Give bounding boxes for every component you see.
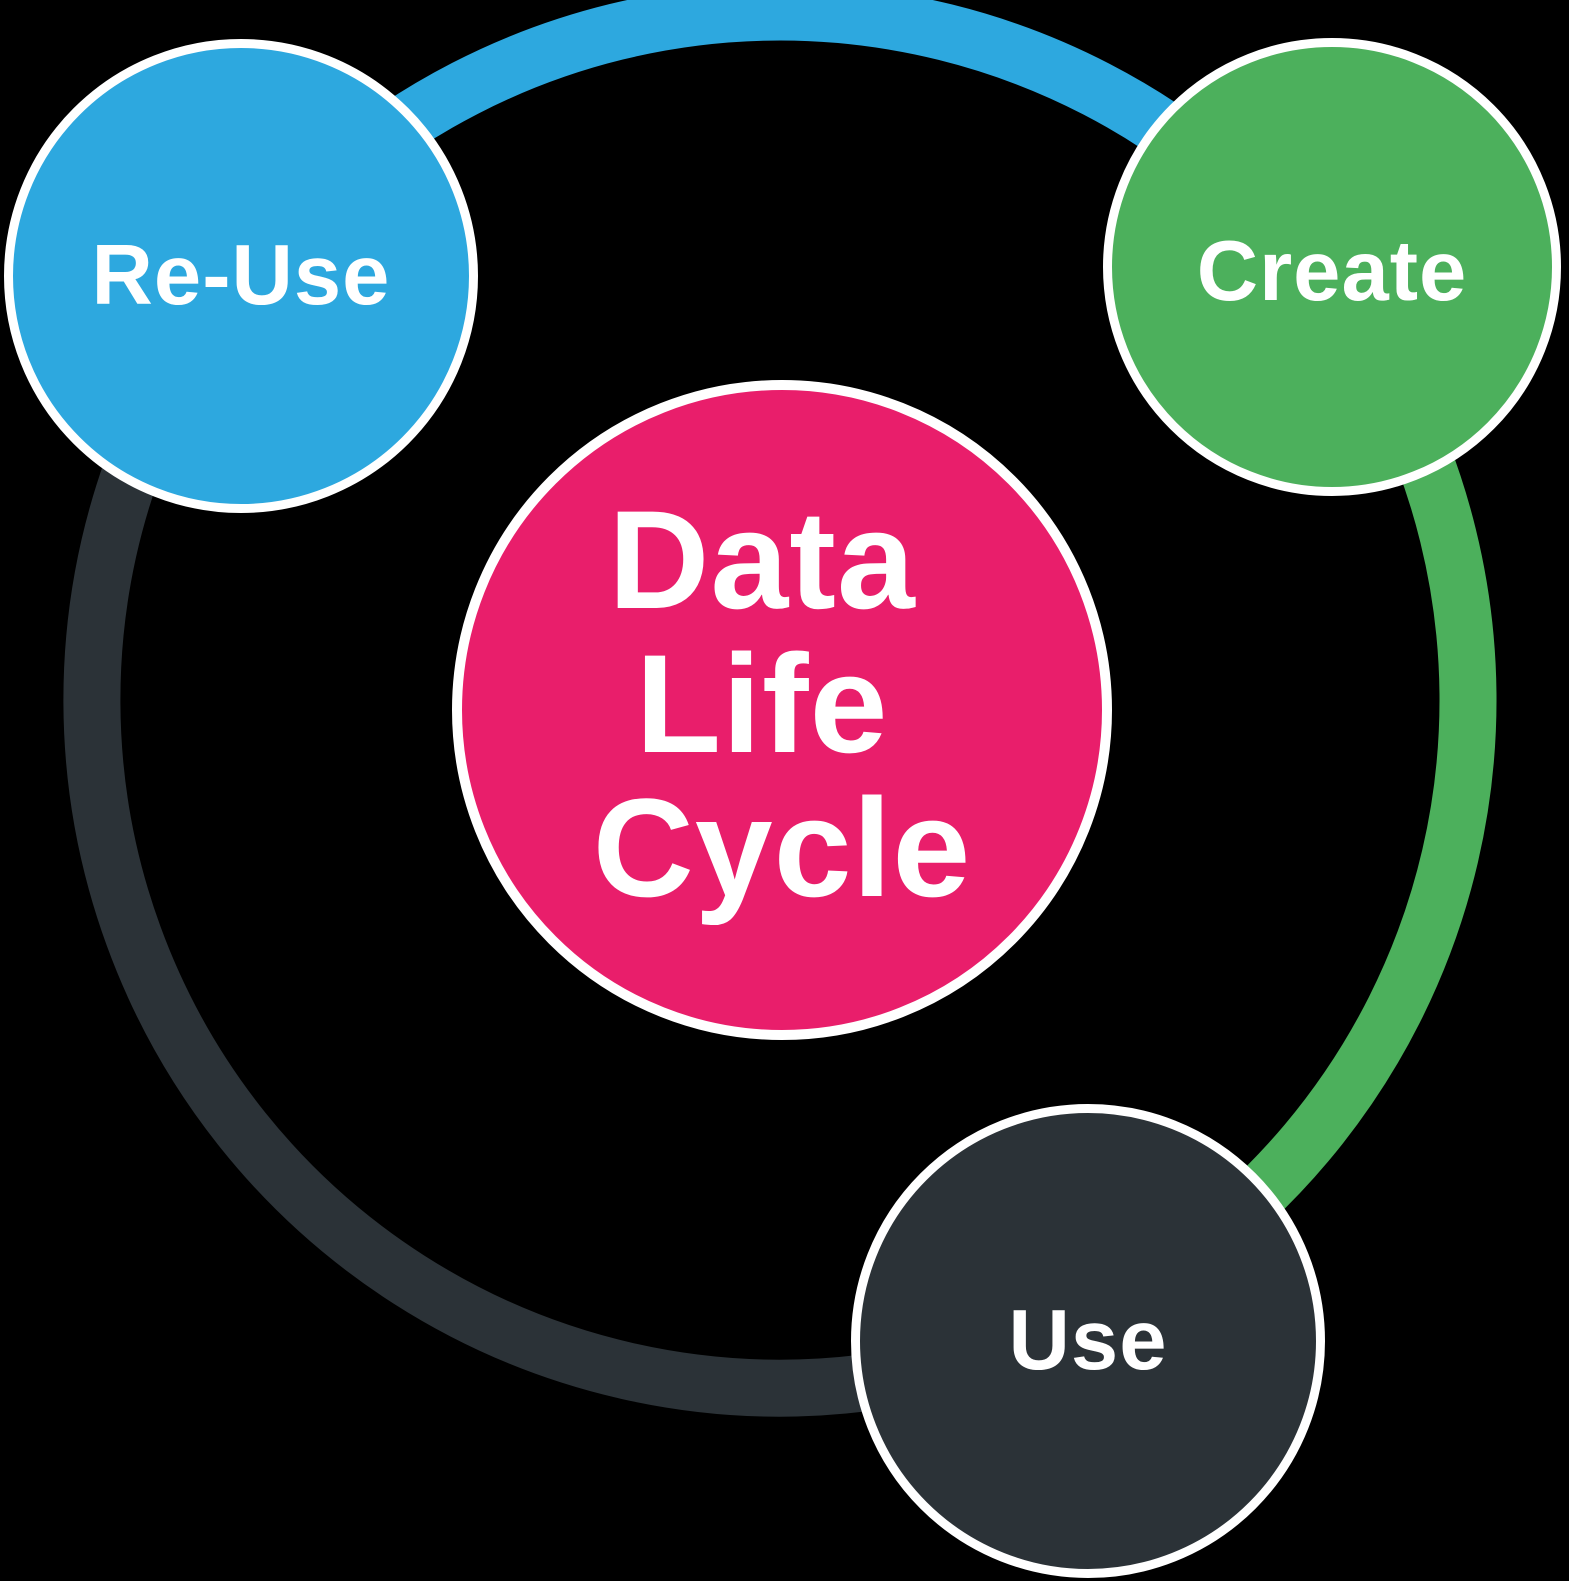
node-circle-use	[851, 1104, 1325, 1578]
node-label-create: Create	[1197, 224, 1468, 319]
center-label-data-life-cycle: Data Life Cycle	[593, 481, 972, 926]
center-label-line-3: Cycle	[593, 769, 972, 926]
center-label-line-1: Data	[608, 481, 916, 638]
ring-arc-use-to-reuse	[63, 256, 1091, 1417]
center-label-line-2: Life	[636, 625, 889, 782]
node-label-reuse: Re-Use	[92, 228, 391, 323]
node-circle-create	[1103, 38, 1561, 496]
center-circle-data-life-cycle	[452, 380, 1112, 1040]
node-label-use: Use	[1009, 1293, 1168, 1388]
node-circle-reuse	[4, 39, 478, 513]
